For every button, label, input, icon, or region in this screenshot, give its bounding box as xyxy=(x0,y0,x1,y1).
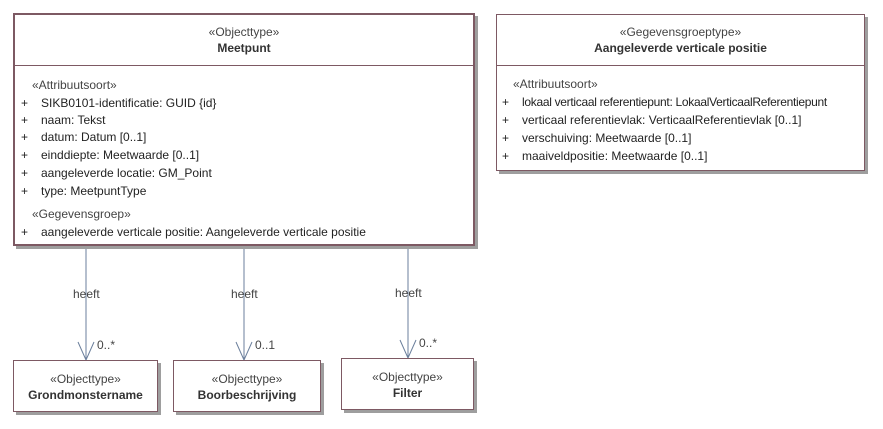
class-header: «Objecttype» Filter xyxy=(342,359,473,401)
class-grondmonstername[interactable]: «Objecttype» Grondmonstername xyxy=(13,360,158,412)
stereotype-label: «Objecttype» xyxy=(211,372,283,386)
class-meetpunt[interactable]: «Objecttype» Meetpunt «Attribuutsoort» +… xyxy=(13,13,475,246)
attribute-row[interactable]: +verticaal referentievlak: VerticaalRefe… xyxy=(502,113,802,127)
class-name: Filter xyxy=(392,386,423,400)
association-multiplicity: 0..1 xyxy=(255,338,276,352)
class-boorbeschrijving[interactable]: «Objecttype» Boorbeschrijving xyxy=(173,360,321,412)
attribute-section-label: «Attribuutsoort» xyxy=(32,78,117,92)
stereotype-label: «Gegevensgroeptype» xyxy=(619,25,742,39)
stereotype-label: «Objecttype» xyxy=(208,25,280,39)
divider xyxy=(497,65,864,66)
class-name: Meetpunt xyxy=(217,41,271,55)
attribute-section-label: «Attribuutsoort» xyxy=(513,77,598,91)
attribute-row[interactable]: +verschuiving: Meetwaarde [0..1] xyxy=(502,131,692,145)
association-multiplicity: 0..* xyxy=(419,336,438,350)
stereotype-label: «Objecttype» xyxy=(372,370,443,384)
divider xyxy=(15,65,473,66)
class-name: Boorbeschrijving xyxy=(197,388,297,402)
stereotype-label: «Objecttype» xyxy=(50,372,121,386)
association-role-label: heeft xyxy=(73,287,100,301)
attribute-row[interactable]: +datum: Datum [0..1] xyxy=(21,130,147,144)
group-attribute-row[interactable]: +aangeleverde verticale positie: Aangele… xyxy=(21,225,366,239)
attribute-row[interactable]: +naam: Tekst xyxy=(21,113,106,127)
class-name: Grondmonstername xyxy=(28,388,143,402)
association-role-label: heeft xyxy=(395,286,422,300)
attribute-row[interactable]: +aangeleverde locatie: GM_Point xyxy=(21,166,212,180)
attribute-row[interactable]: +einddiepte: Meetwaarde [0..1] xyxy=(21,148,200,162)
class-aangeleverde-verticale-positie[interactable]: «Gegevensgroeptype» Aangeleverde vertica… xyxy=(496,14,865,171)
association-multiplicity: 0..* xyxy=(97,338,116,352)
class-filter[interactable]: «Objecttype» Filter xyxy=(341,358,474,410)
association-role-label: heeft xyxy=(231,287,258,301)
group-section-label: «Gegevensgroep» xyxy=(32,207,131,221)
class-name: Aangeleverde verticale positie xyxy=(594,41,767,55)
class-header: «Objecttype» Boorbeschrijving xyxy=(174,361,320,403)
class-positie-header: «Gegevensgroeptype» Aangeleverde vertica… xyxy=(497,15,864,56)
class-meetpunt-header: «Objecttype» Meetpunt xyxy=(15,15,473,56)
attribute-row[interactable]: +lokaal verticaal referentiepunt: Lokaal… xyxy=(502,95,827,109)
attribute-row[interactable]: +maaiveldpositie: Meetwaarde [0..1] xyxy=(502,149,708,163)
attribute-row[interactable]: +SIKB0101-identificatie: GUID {id} xyxy=(21,96,217,110)
attribute-row[interactable]: +type: MeetpuntType xyxy=(21,184,147,198)
class-header: «Objecttype» Grondmonstername xyxy=(14,361,157,403)
